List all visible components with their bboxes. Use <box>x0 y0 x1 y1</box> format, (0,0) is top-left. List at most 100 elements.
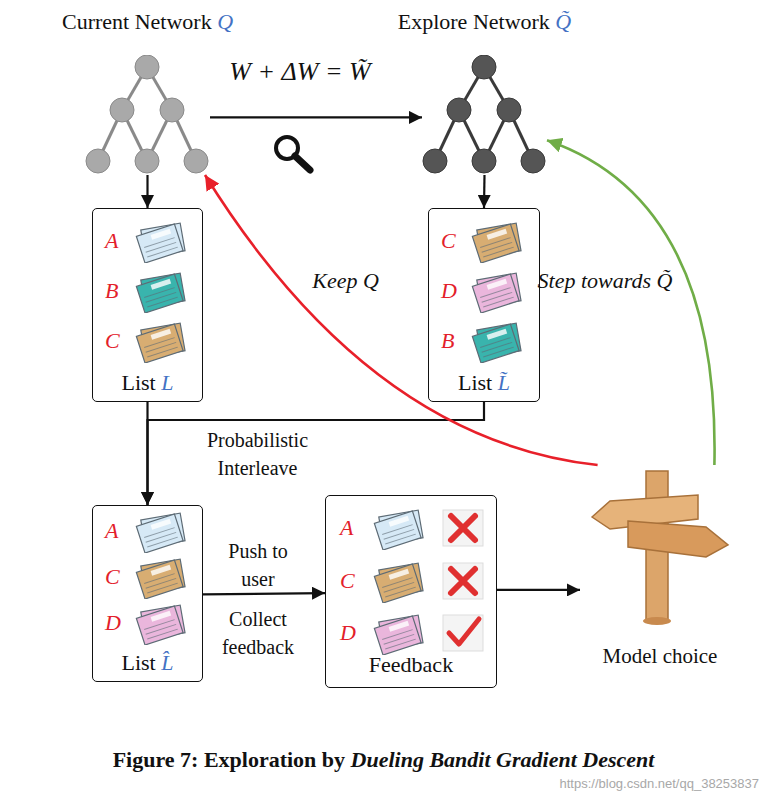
news-line <box>480 338 510 348</box>
news-front <box>136 224 183 263</box>
flow-arrow <box>148 402 485 505</box>
news-icon <box>469 219 525 263</box>
news-header <box>389 569 410 580</box>
news-line <box>147 583 177 593</box>
news-line <box>384 582 414 592</box>
edge-label: W + ΔW = W̃ <box>205 56 395 88</box>
news-line <box>482 292 512 302</box>
mark-tile <box>443 615 483 651</box>
news-paper <box>471 219 525 263</box>
news-line <box>382 525 412 535</box>
edge-label: Push to user <box>213 537 303 593</box>
news-line <box>384 634 414 644</box>
network: Explore Network Q̃ <box>422 55 547 175</box>
news-icon <box>371 506 427 550</box>
edge-label: Probabilistic Interleave <box>185 426 330 482</box>
item-letter: B <box>441 328 454 354</box>
news-line <box>483 297 513 307</box>
news-header <box>151 229 172 240</box>
network-neuron <box>423 149 447 173</box>
news-line <box>144 288 174 298</box>
feedback-arrow <box>547 140 715 465</box>
news-front <box>136 560 183 599</box>
news-line <box>382 630 412 640</box>
network: Current Network Q <box>85 55 210 175</box>
item-letter: D <box>441 278 457 304</box>
news-header <box>487 279 508 290</box>
item-letter: C <box>340 568 355 594</box>
news-front <box>374 616 421 655</box>
step-label: Collect feedback <box>213 605 303 661</box>
news-front <box>136 514 183 553</box>
feedback-arrow <box>205 175 598 465</box>
news-paper <box>135 219 189 263</box>
network-neuron <box>184 149 208 173</box>
list-box: ABCList L <box>92 208 203 402</box>
news-line <box>147 297 177 307</box>
edge-label: Step towards Q̃ <box>535 266 675 296</box>
news-line <box>144 620 174 630</box>
figure-caption: Figure 7: Exploration by Dueling Bandit … <box>0 746 767 774</box>
news-line <box>480 238 510 248</box>
edge-label: Keep Q <box>298 266 393 296</box>
news-icon <box>371 611 427 655</box>
news-line <box>146 532 176 542</box>
watermark: https://blog.csdn.net/qq_38253837 <box>560 776 760 792</box>
magnifier-handle <box>295 156 310 170</box>
network-neuron <box>160 98 184 122</box>
news-line <box>146 342 176 352</box>
news-header <box>389 621 410 632</box>
news-icon <box>133 555 189 599</box>
signpost <box>580 465 740 630</box>
news-paper <box>135 319 189 363</box>
network-neuron <box>472 149 496 173</box>
network-heading: Current Network Q <box>62 9 233 35</box>
symbol: L̃ <box>498 370 510 395</box>
signpost-base <box>643 617 671 625</box>
news-icon <box>133 601 189 645</box>
flow-arrow <box>483 175 486 208</box>
network-heading: Explore Network Q̃ <box>398 9 572 35</box>
news-line <box>144 528 174 538</box>
news-icon <box>469 319 525 363</box>
item-letter: D <box>105 610 121 636</box>
network-neuron <box>472 55 496 79</box>
news-paper <box>471 269 525 313</box>
news-line <box>146 578 176 588</box>
cross-stroke <box>451 569 475 593</box>
news-line <box>483 247 513 257</box>
symbol: Q̃ <box>555 9 571 34</box>
news-paper <box>135 269 189 313</box>
news-line <box>147 347 177 357</box>
list-box: ACDFeedback <box>325 495 497 688</box>
news-header <box>487 329 508 340</box>
cross-stroke <box>451 516 475 540</box>
news-front <box>136 606 183 645</box>
news-line <box>146 624 176 634</box>
news-header <box>151 611 172 622</box>
news-front <box>472 274 519 313</box>
news-icon <box>133 269 189 313</box>
news-line <box>147 629 177 639</box>
news-icon <box>133 319 189 363</box>
news-paper <box>135 601 189 645</box>
flow-arrow <box>146 175 148 208</box>
mark-tile <box>443 563 483 599</box>
news-paper <box>135 509 189 553</box>
box-title: List L̂ <box>93 650 202 676</box>
news-paper <box>373 506 427 550</box>
news-line <box>147 537 177 547</box>
item-letter: A <box>340 515 353 541</box>
news-line <box>480 288 510 298</box>
symbol: Q <box>217 9 233 34</box>
news-header <box>151 519 172 530</box>
news-front <box>374 511 421 550</box>
news-line <box>385 639 415 649</box>
list-box: ACDList L̂ <box>92 505 203 682</box>
box-title: List L̃ <box>429 370 539 396</box>
box-title: Feedback <box>326 652 496 678</box>
news-line <box>144 574 174 584</box>
mark-tile <box>443 510 483 546</box>
item-letter: C <box>105 328 120 354</box>
